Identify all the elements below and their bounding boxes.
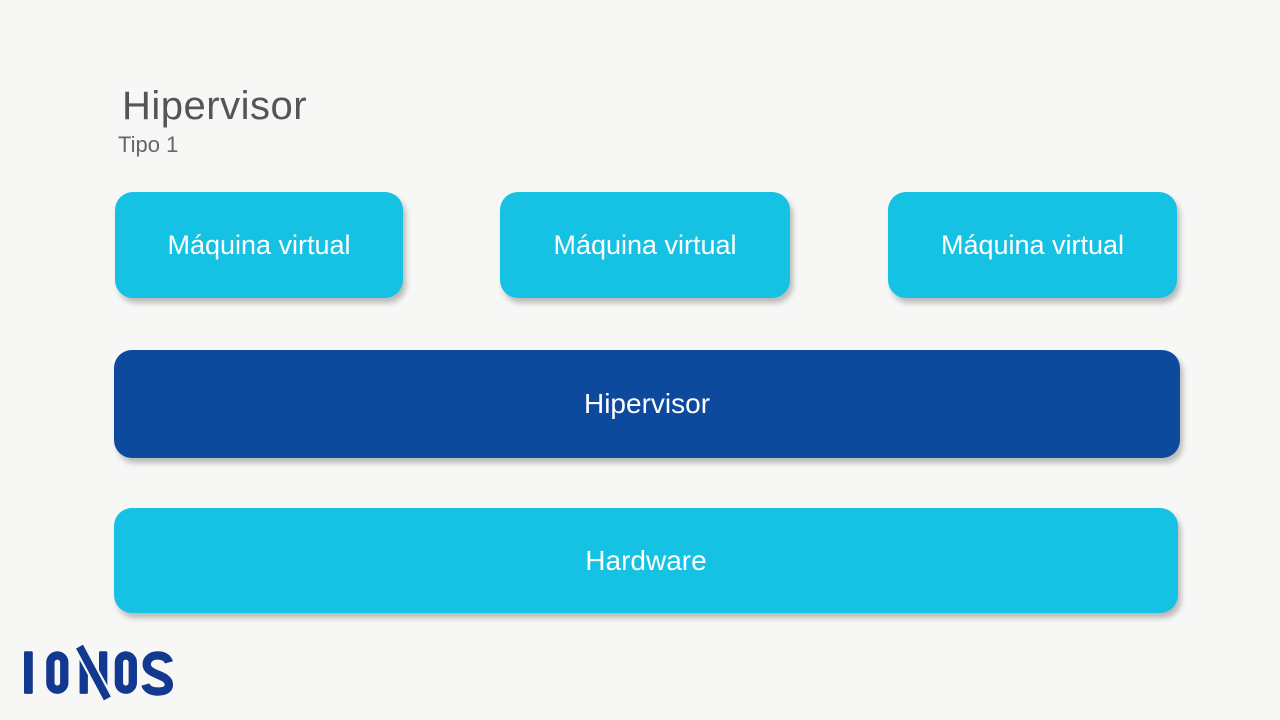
vm-box-2: Máquina virtual: [500, 192, 790, 298]
vm-box-3: Máquina virtual: [888, 192, 1177, 298]
page-subtitle: Tipo 1: [118, 132, 179, 157]
hardware-box-label: Hardware: [585, 544, 707, 576]
vm-box-1-label: Máquina virtual: [167, 229, 351, 260]
vm-box-3-label: Máquina virtual: [940, 229, 1125, 260]
vm-box-2-label: Máquina virtual: [553, 229, 737, 260]
page-title: Hipervisor: [122, 84, 308, 128]
ionos-logo: [24, 643, 174, 702]
hardware-box: Hardware: [114, 508, 1178, 613]
ionos-logo-icon: [24, 643, 174, 702]
hypervisor-box: Hipervisor: [114, 350, 1180, 458]
vm-box-1: Máquina virtual: [115, 192, 403, 298]
hypervisor-box-label: Hipervisor: [583, 388, 711, 419]
